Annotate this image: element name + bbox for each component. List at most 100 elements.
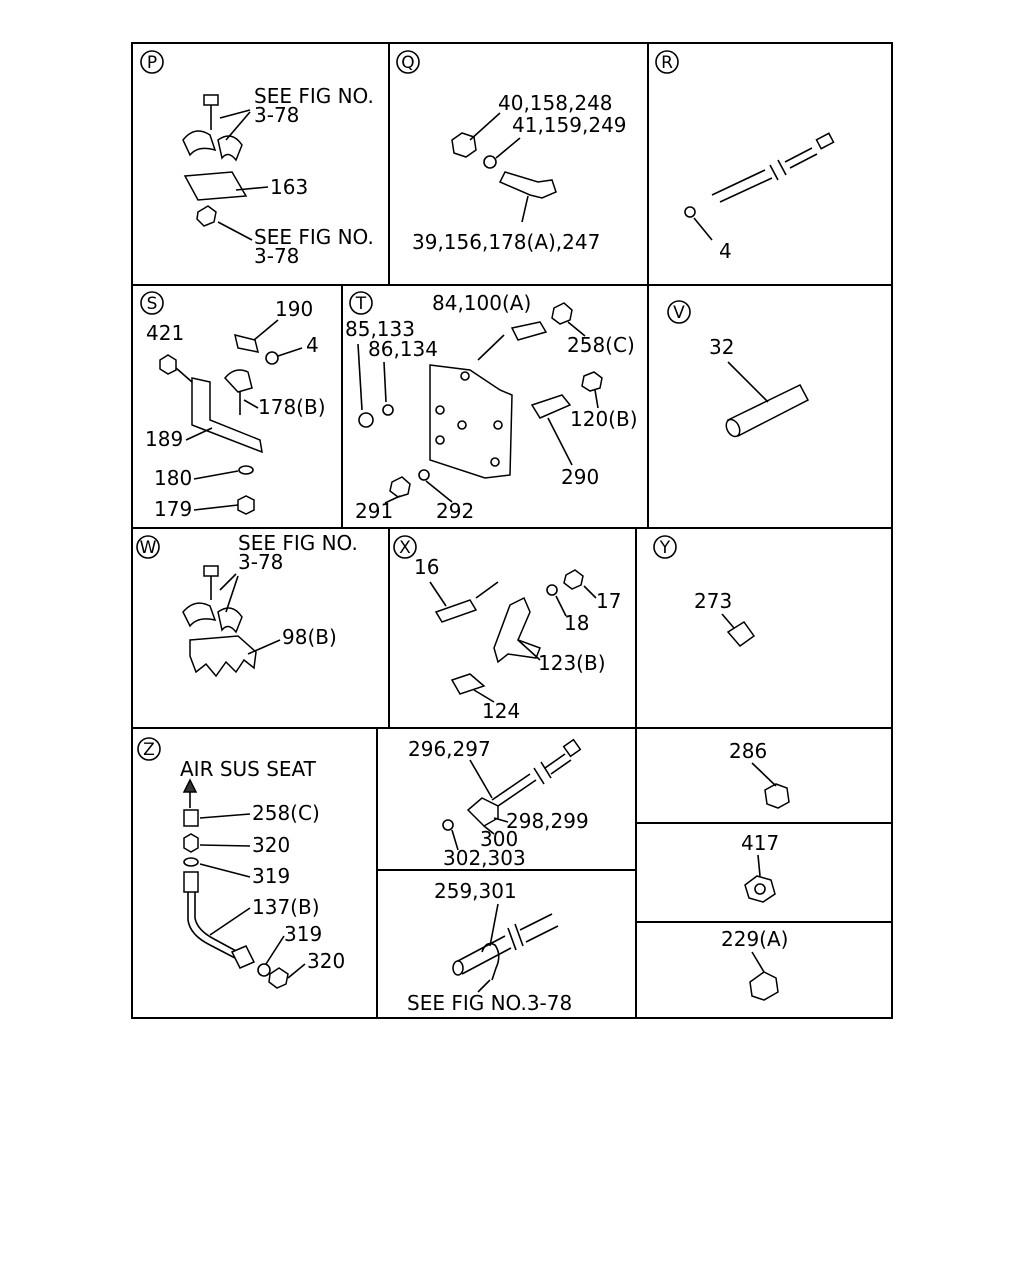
leader-line bbox=[243, 399, 259, 409]
leader-line bbox=[757, 854, 761, 877]
leader-line bbox=[185, 427, 213, 441]
nut-drawing bbox=[196, 205, 217, 227]
hose-drawing bbox=[784, 147, 818, 169]
panel-letter-circle bbox=[396, 50, 420, 74]
panel-r: R 4 bbox=[655, 50, 835, 263]
leader-line bbox=[265, 935, 285, 965]
fitting-drawing bbox=[466, 797, 499, 827]
panel-letter-circle bbox=[667, 300, 691, 324]
leader-line bbox=[493, 817, 509, 823]
washer-drawing bbox=[442, 819, 454, 831]
nut-drawing bbox=[581, 371, 603, 392]
callout-label: 421 bbox=[146, 321, 184, 345]
callout-label: 290 bbox=[561, 465, 599, 489]
nut-drawing bbox=[183, 833, 199, 853]
leader-line bbox=[429, 581, 447, 607]
panel-right-2: 417 bbox=[741, 831, 779, 903]
washer-drawing bbox=[382, 404, 394, 416]
leader-line bbox=[693, 217, 713, 241]
break-mark bbox=[540, 761, 552, 779]
pipe-drawing bbox=[194, 892, 239, 953]
panel-z: Z AIR SUS SEAT 258(C) 320 319 137(B) 319… bbox=[137, 737, 345, 989]
callout-label: SEE FIG NO. bbox=[254, 84, 374, 108]
callout-label: 123(B) bbox=[538, 651, 606, 675]
leader-line bbox=[721, 613, 735, 629]
panel-p: P SEE FIG NO. 3-78 163 SEE FIG NO. 3-78 bbox=[140, 50, 374, 268]
leader-line bbox=[547, 417, 573, 466]
callout-label: 319 bbox=[252, 864, 290, 888]
panel-letter: W bbox=[140, 538, 157, 558]
leader-line bbox=[225, 575, 239, 613]
callout-label: 298,299 bbox=[506, 809, 589, 833]
fitting-drawing bbox=[815, 132, 835, 150]
panel-right-3: 229(A) bbox=[721, 927, 788, 1001]
callout-label: 3-78 bbox=[254, 244, 299, 268]
pipe-drawing bbox=[187, 892, 236, 959]
pipe-end-drawing bbox=[452, 960, 464, 976]
clamp-drawing bbox=[182, 602, 217, 628]
leader-line bbox=[209, 907, 251, 936]
leader-line bbox=[357, 343, 363, 411]
callout-label: 417 bbox=[741, 831, 779, 855]
callout-label: 40,158,248 bbox=[498, 91, 613, 115]
hole-drawing bbox=[493, 420, 503, 430]
callout-label: 18 bbox=[564, 611, 589, 635]
leader-line bbox=[555, 595, 567, 617]
callout-label: 258(C) bbox=[252, 801, 320, 825]
callout-label: 320 bbox=[307, 949, 345, 973]
callout-label: 319 bbox=[284, 922, 322, 946]
break-mark bbox=[533, 767, 545, 785]
leader-line bbox=[477, 334, 505, 361]
leader-line bbox=[521, 195, 529, 223]
leader-line bbox=[175, 367, 193, 383]
hole-drawing bbox=[490, 457, 500, 467]
callout-label: 302,303 bbox=[443, 846, 526, 870]
hole-drawing bbox=[435, 435, 445, 445]
fitting-drawing bbox=[183, 809, 199, 827]
leader-line bbox=[594, 389, 599, 409]
callout-label: 84,100(A) bbox=[432, 291, 531, 315]
fitting-drawing bbox=[530, 394, 572, 419]
callout-label: AIR SUS SEAT bbox=[180, 757, 317, 781]
washer-drawing bbox=[684, 206, 696, 218]
fitting-drawing bbox=[230, 945, 256, 969]
panel-letter-circle bbox=[349, 291, 373, 315]
callout-label: 296,297 bbox=[408, 737, 491, 761]
callout-label: 120(B) bbox=[570, 407, 638, 431]
leader-line bbox=[217, 221, 253, 241]
callout-label: 4 bbox=[719, 239, 732, 263]
nut-drawing bbox=[744, 875, 776, 903]
tube-end-drawing bbox=[725, 418, 741, 438]
leader-line bbox=[199, 813, 251, 819]
leader-line bbox=[477, 979, 491, 993]
panel-letter-circle bbox=[140, 291, 164, 315]
nut-drawing bbox=[563, 569, 584, 590]
washer-drawing bbox=[546, 584, 558, 596]
hose-drawing bbox=[544, 753, 572, 775]
callout-label: 320 bbox=[252, 833, 290, 857]
nut-drawing bbox=[358, 412, 374, 428]
callout-label: 258(C) bbox=[567, 333, 635, 357]
nut-drawing bbox=[268, 967, 289, 989]
panel-letter: P bbox=[147, 53, 157, 73]
callout-label: 86,134 bbox=[368, 337, 438, 361]
panel-mid-lower: 259,301 SEE FIG NO.3-78 bbox=[407, 879, 572, 1015]
panel-letter: V bbox=[673, 303, 685, 323]
leader-line bbox=[517, 639, 541, 661]
panel-x: X 16 17 18 123(B) 124 bbox=[393, 535, 621, 723]
break-mark bbox=[769, 164, 779, 181]
callout-label: 98(B) bbox=[282, 625, 337, 649]
hole-drawing bbox=[457, 420, 467, 430]
pipe-drawing bbox=[519, 913, 559, 943]
bracket-drawing bbox=[191, 377, 263, 454]
callout-label: 259,301 bbox=[434, 879, 517, 903]
panel-letter-circle bbox=[136, 535, 160, 559]
panel-letter: Q bbox=[401, 53, 414, 73]
callout-label: 292 bbox=[436, 499, 474, 523]
leader-line bbox=[199, 863, 251, 878]
fitting-drawing bbox=[498, 171, 557, 199]
callout-label: 179 bbox=[154, 497, 192, 521]
fitting-drawing bbox=[224, 369, 253, 393]
leader-line bbox=[469, 759, 493, 799]
panel-letter-circle bbox=[393, 535, 417, 559]
